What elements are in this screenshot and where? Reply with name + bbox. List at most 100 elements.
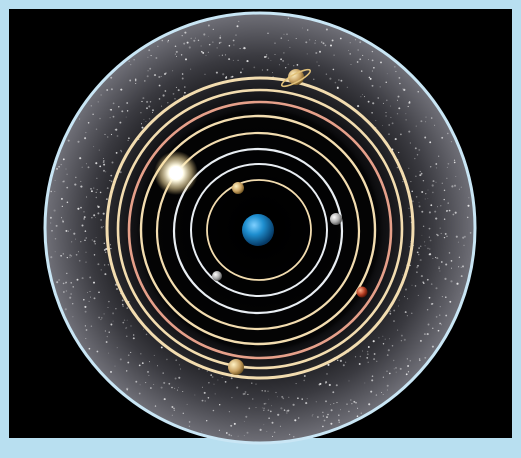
star bbox=[316, 401, 317, 402]
star bbox=[454, 162, 456, 164]
star bbox=[427, 248, 429, 250]
star bbox=[425, 199, 426, 200]
star bbox=[360, 356, 361, 357]
star bbox=[126, 388, 128, 390]
star bbox=[289, 47, 290, 48]
star bbox=[93, 146, 94, 147]
star bbox=[101, 94, 102, 95]
star bbox=[161, 76, 162, 77]
star bbox=[332, 39, 334, 41]
star bbox=[430, 166, 431, 167]
star bbox=[312, 414, 313, 415]
star bbox=[436, 167, 437, 168]
star bbox=[182, 78, 184, 80]
star bbox=[202, 387, 203, 388]
star bbox=[247, 432, 249, 434]
star bbox=[213, 29, 214, 30]
star bbox=[66, 290, 67, 291]
star bbox=[107, 137, 108, 138]
star bbox=[427, 198, 428, 199]
star bbox=[404, 296, 405, 297]
star bbox=[346, 403, 347, 404]
star bbox=[117, 135, 119, 137]
star bbox=[96, 237, 97, 238]
star bbox=[426, 117, 427, 118]
star bbox=[345, 362, 346, 363]
star bbox=[125, 327, 127, 329]
star bbox=[157, 46, 158, 47]
star bbox=[420, 340, 422, 342]
star bbox=[152, 109, 154, 111]
star bbox=[420, 245, 422, 247]
star bbox=[420, 259, 422, 261]
star bbox=[50, 256, 52, 258]
star bbox=[84, 137, 86, 139]
star bbox=[438, 330, 440, 332]
star bbox=[85, 338, 86, 339]
star bbox=[330, 404, 331, 405]
star bbox=[383, 343, 384, 344]
star bbox=[335, 82, 337, 84]
star bbox=[397, 167, 398, 168]
star bbox=[158, 76, 160, 78]
star bbox=[96, 129, 97, 130]
star bbox=[317, 416, 319, 418]
star bbox=[66, 169, 67, 170]
star bbox=[322, 412, 323, 413]
star bbox=[272, 436, 273, 437]
star bbox=[121, 110, 123, 112]
star bbox=[206, 55, 207, 56]
star bbox=[309, 39, 310, 40]
star bbox=[382, 336, 383, 337]
star bbox=[68, 231, 69, 232]
star bbox=[219, 42, 221, 44]
star bbox=[367, 351, 368, 352]
star bbox=[327, 414, 329, 416]
star bbox=[97, 189, 98, 190]
star bbox=[144, 80, 146, 82]
star bbox=[270, 60, 271, 61]
star bbox=[389, 338, 390, 339]
star bbox=[266, 54, 267, 55]
star bbox=[263, 410, 264, 411]
star bbox=[202, 52, 204, 54]
star bbox=[272, 422, 274, 424]
star bbox=[135, 83, 136, 84]
star bbox=[162, 372, 164, 374]
star bbox=[318, 65, 319, 66]
star bbox=[458, 266, 459, 267]
star bbox=[210, 374, 212, 376]
star bbox=[233, 44, 234, 45]
star bbox=[67, 257, 68, 258]
star bbox=[441, 261, 443, 263]
star bbox=[225, 54, 226, 55]
star bbox=[149, 361, 150, 362]
star bbox=[240, 71, 242, 73]
venus bbox=[232, 182, 244, 194]
star bbox=[185, 58, 187, 60]
star bbox=[421, 211, 423, 213]
star bbox=[231, 377, 233, 379]
star bbox=[159, 98, 161, 100]
star bbox=[100, 192, 102, 194]
star bbox=[368, 362, 369, 363]
star bbox=[222, 377, 223, 378]
star bbox=[235, 34, 237, 36]
star bbox=[120, 89, 122, 91]
star bbox=[456, 283, 458, 285]
star bbox=[242, 69, 243, 70]
star bbox=[61, 164, 62, 165]
star bbox=[182, 391, 183, 392]
star bbox=[217, 47, 218, 48]
star bbox=[173, 93, 175, 95]
star bbox=[366, 357, 368, 359]
star bbox=[395, 367, 397, 369]
star bbox=[78, 251, 79, 252]
star bbox=[110, 248, 111, 249]
star bbox=[282, 398, 284, 400]
star bbox=[385, 115, 387, 117]
star bbox=[281, 37, 283, 39]
star bbox=[126, 336, 127, 337]
star bbox=[106, 198, 108, 200]
star bbox=[219, 430, 220, 431]
